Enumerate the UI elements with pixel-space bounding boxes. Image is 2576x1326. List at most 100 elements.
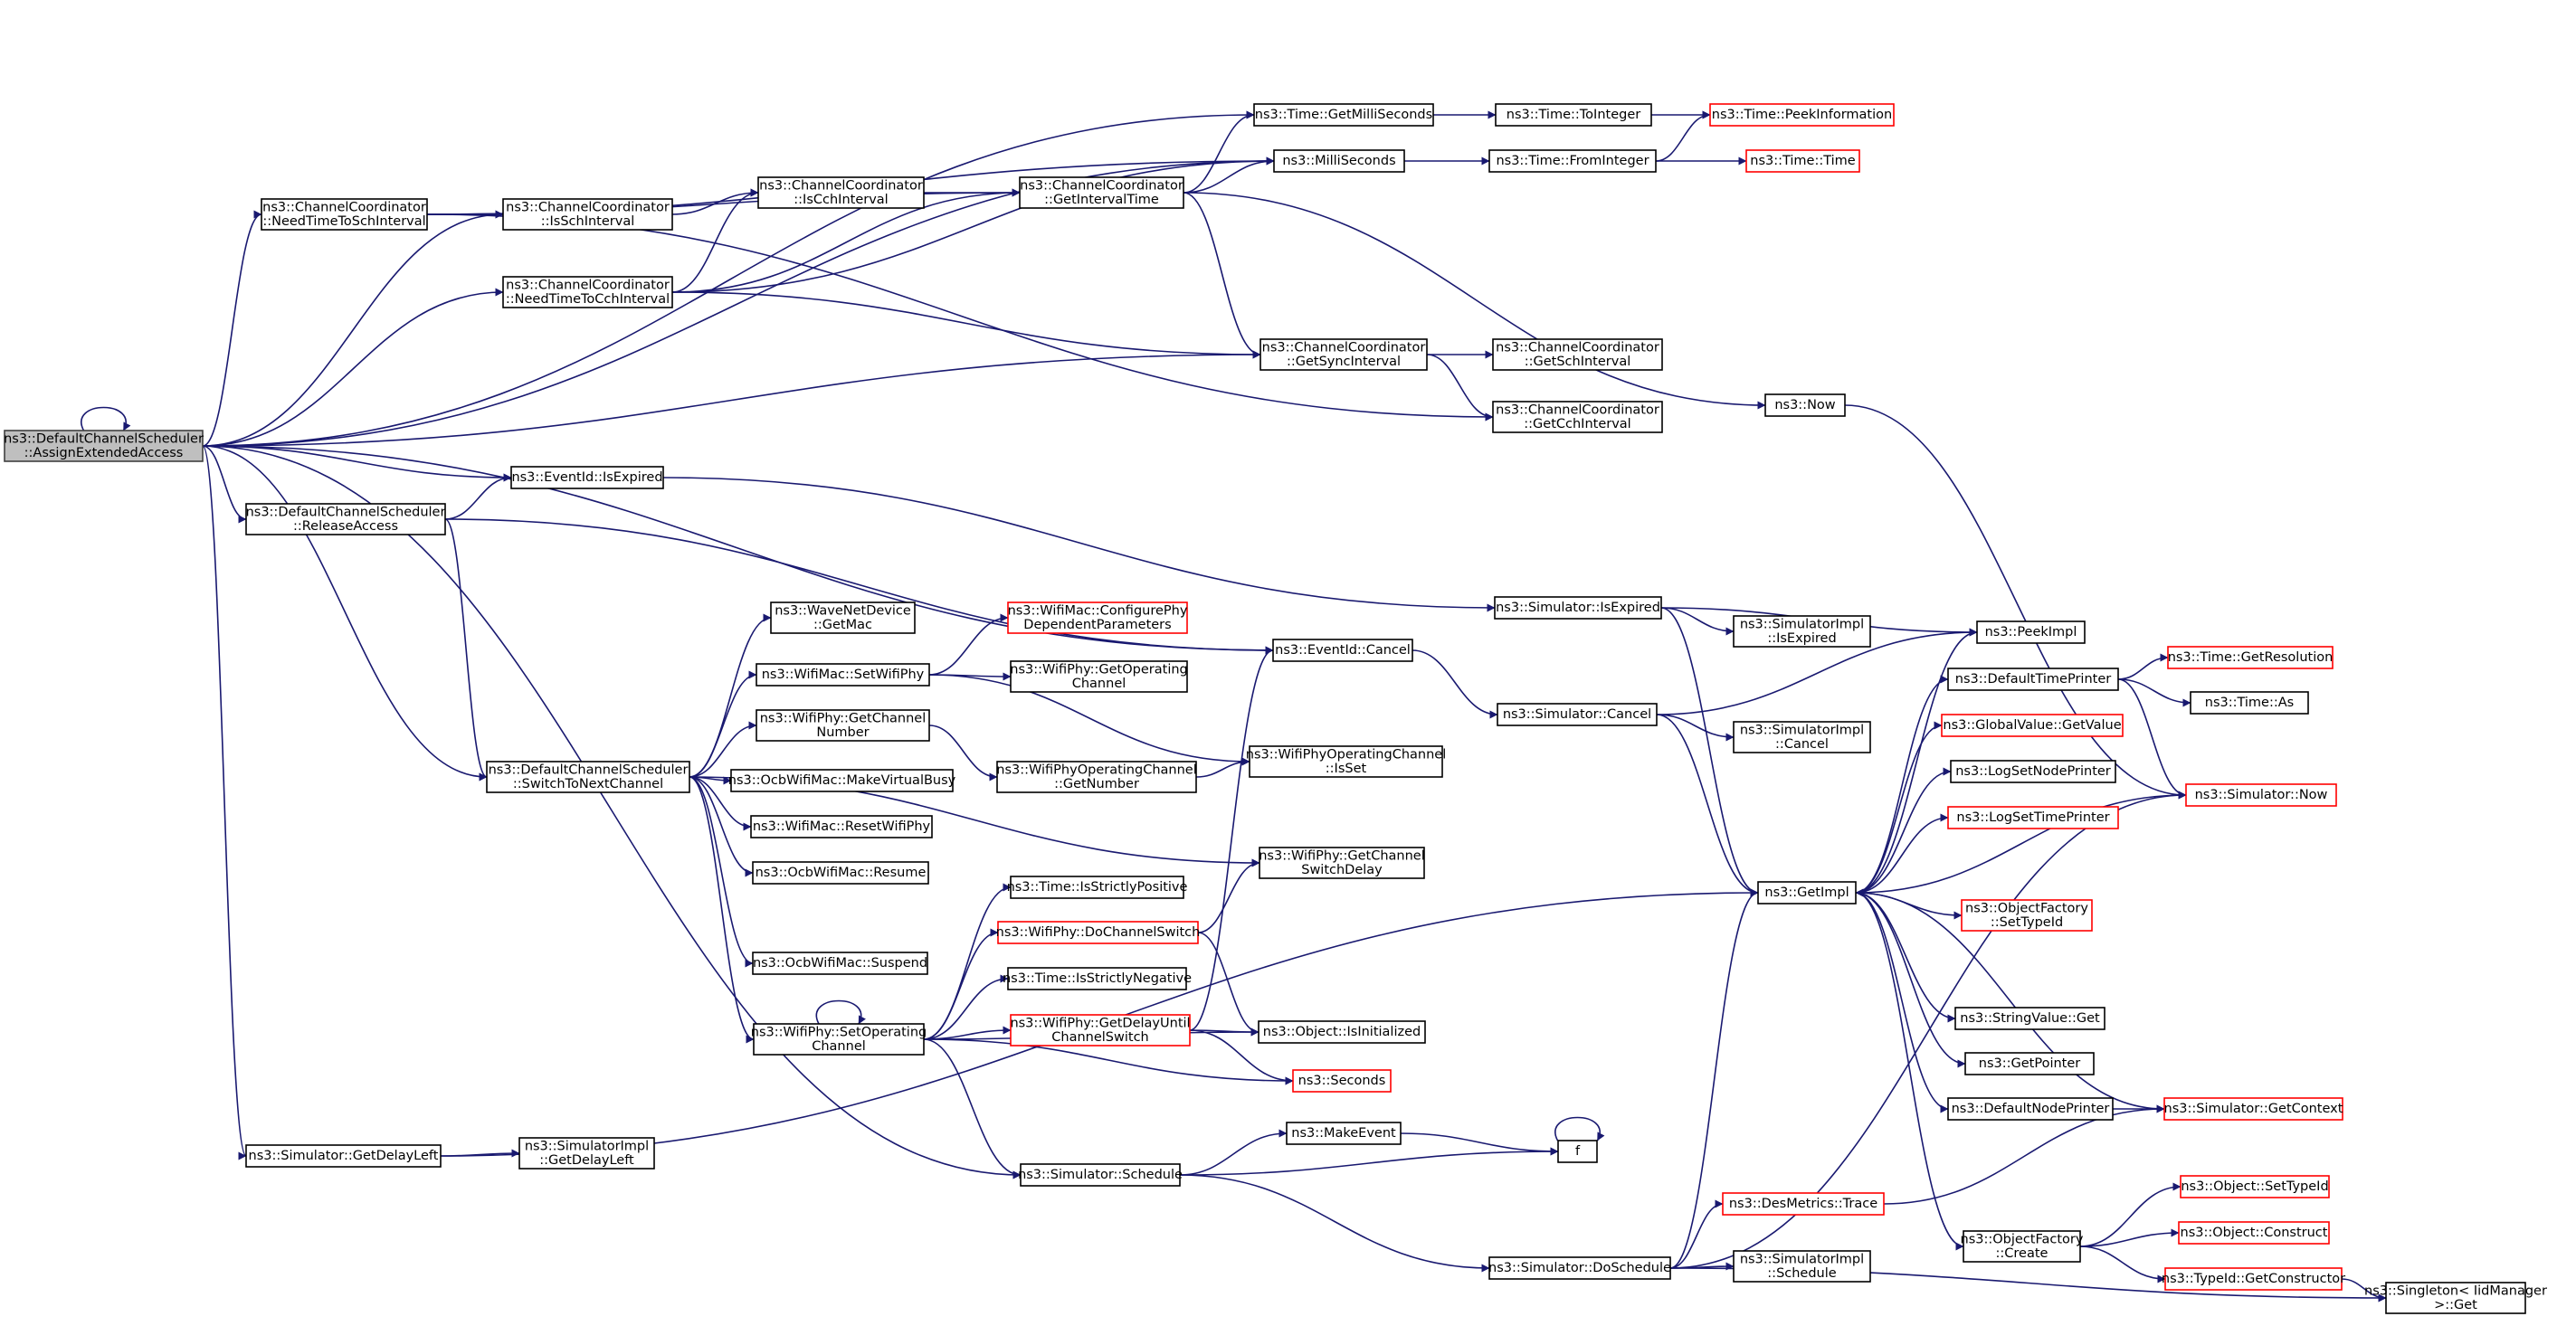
- node-root[interactable]: ns3::DefaultChannelScheduler::AssignExte…: [4, 430, 204, 462]
- node-getint[interactable]: ns3::ChannelCoordinator::GetIntervalTime: [1019, 176, 1184, 209]
- node-getimpl[interactable]: ns3::GetImpl: [1757, 881, 1857, 905]
- node-gvget[interactable]: ns3::GlobalValue::GetValue: [1941, 714, 2124, 737]
- node-label: ns3::Simulator::GetContext: [2164, 1102, 2343, 1116]
- node-label: ::SwitchToNextChannel: [513, 777, 663, 791]
- node-objsti[interactable]: ns3::Object::SetTypeId: [2180, 1175, 2330, 1198]
- node-create[interactable]: ns3::ObjectFactory::Create: [1961, 1230, 2084, 1263]
- node-label: ns3::Simulator::Schedule: [1018, 1168, 1183, 1182]
- node-label: ns3::WifiPhy::GetChannel: [1259, 848, 1425, 863]
- node-getms[interactable]: ns3::Time::GetMilliSeconds: [1253, 103, 1434, 127]
- node-box: [1497, 703, 1658, 726]
- node-lstp[interactable]: ns3::LogSetTimePrinter: [1947, 806, 2119, 829]
- node-seconds[interactable]: ns3::Seconds: [1292, 1069, 1392, 1093]
- node-box: [245, 503, 446, 535]
- node-implsched[interactable]: ns3::SimulatorImpl::Schedule: [1733, 1250, 1871, 1283]
- node-now[interactable]: ns3::Now: [1764, 393, 1846, 417]
- node-construct[interactable]: ns3::Object::Construct: [2178, 1221, 2330, 1245]
- node-resume[interactable]: ns3::OcbWifiMac::Resume: [752, 861, 929, 885]
- node-iscch[interactable]: ns3::ChannelCoordinator::IsCchInterval: [757, 176, 925, 209]
- edge-path: [1195, 757, 1250, 778]
- edge-path: [1189, 646, 1274, 1031]
- node-getsch[interactable]: ns3::ChannelCoordinator::GetSchInterval: [1492, 338, 1663, 371]
- node-lsnp[interactable]: ns3::LogSetNodePrinter: [1950, 760, 2116, 783]
- node-label: SwitchDelay: [1301, 863, 1383, 877]
- node-simcancel[interactable]: ns3::Simulator::Cancel: [1497, 703, 1658, 726]
- node-implcancel[interactable]: ns3::SimulatorImpl::Cancel: [1733, 721, 1871, 753]
- node-peekinfo[interactable]: ns3::Time::PeekInformation: [1709, 103, 1895, 127]
- node-simnow[interactable]: ns3::Simulator::Now: [2185, 783, 2337, 807]
- node-nttci[interactable]: ns3::ChannelCoordinator::NeedTimeToCchIn…: [502, 276, 673, 308]
- node-getmac[interactable]: ns3::WaveNetDevice::GetMac: [770, 601, 916, 634]
- node-getres[interactable]: ns3::Time::GetResolution: [2167, 646, 2334, 669]
- node-as[interactable]: ns3::Time::As: [2190, 691, 2309, 715]
- node-suspend[interactable]: ns3::OcbWifiMac::Suspend: [752, 952, 928, 975]
- edge-path: [1669, 888, 1759, 1269]
- node-isset[interactable]: ns3::WifiPhyOperatingChannel::IsSet: [1246, 745, 1446, 778]
- node-ofsti[interactable]: ns3::ObjectFactory::SetTypeId: [1961, 899, 2093, 932]
- node-sync[interactable]: ns3::ChannelCoordinator::GetSyncInterval: [1259, 338, 1428, 371]
- node-box: [1733, 1250, 1871, 1283]
- node-resetphy[interactable]: ns3::WifiMac::ResetWifiPhy: [750, 815, 933, 838]
- node-cancel[interactable]: ns3::EventId::Cancel: [1272, 639, 1413, 662]
- node-dochsw[interactable]: ns3::WifiPhy::DoChannelSwitch: [996, 921, 1201, 944]
- node-trace[interactable]: ns3::DesMetrics::Trace: [1722, 1192, 1885, 1216]
- node-singleton[interactable]: ns3::Singleton< IidManager>::Get: [2364, 1282, 2547, 1314]
- node-box: [1722, 1192, 1885, 1216]
- edge-path: [1183, 156, 1275, 194]
- node-getdl[interactable]: ns3::Simulator::GetDelayLeft: [245, 1144, 442, 1168]
- node-f[interactable]: f: [1557, 1140, 1598, 1163]
- node-setwifiphy[interactable]: ns3::WifiMac::SetWifiPhy: [756, 663, 930, 687]
- node-ms[interactable]: ns3::MilliSeconds: [1273, 149, 1405, 173]
- node-label: ns3::Time::FromInteger: [1496, 154, 1649, 168]
- node-switch[interactable]: ns3::DefaultChannelScheduler::SwitchToNe…: [486, 761, 690, 793]
- node-peekimpl[interactable]: ns3::PeekImpl: [1976, 620, 2086, 644]
- edge-path: [815, 999, 866, 1025]
- node-svget[interactable]: ns3::StringValue::Get: [1954, 1007, 2105, 1030]
- node-label: ns3::ChannelCoordinator: [759, 178, 923, 193]
- node-simexp[interactable]: ns3::Simulator::IsExpired: [1494, 596, 1662, 620]
- node-isinit[interactable]: ns3::Object::IsInitialized: [1258, 1020, 1426, 1044]
- node-label: ns3::WifiPhy::DoChannelSwitch: [996, 925, 1201, 940]
- node-getnum[interactable]: ns3::WifiPhyOperatingChannel::GetNumber: [996, 761, 1197, 793]
- node-strictpos[interactable]: ns3::Time::IsStrictlyPositive: [1007, 876, 1188, 899]
- node-box: [1733, 721, 1871, 753]
- node-dtp[interactable]: ns3::DefaultTimePrinter: [1947, 668, 2119, 691]
- node-config[interactable]: ns3::WifiMac::ConfigurePhyDependentParam…: [1007, 601, 1188, 634]
- node-release[interactable]: ns3::DefaultChannelScheduler::ReleaseAcc…: [245, 503, 446, 535]
- node-box: [1272, 639, 1413, 662]
- node-strictneg[interactable]: ns3::Time::IsStrictlyNegative: [1003, 967, 1192, 990]
- node-getctor[interactable]: ns3::TypeId::GetConstructor: [2162, 1267, 2345, 1291]
- edge-getint-to-getms: [1183, 110, 1255, 194]
- node-box: [1020, 1163, 1181, 1187]
- node-doschedule[interactable]: ns3::Simulator::DoSchedule: [1488, 1256, 1671, 1280]
- node-getptr[interactable]: ns3::GetPointer: [1964, 1052, 2095, 1075]
- node-box: [1947, 668, 2119, 691]
- node-getctx[interactable]: ns3::Simulator::GetContext: [2163, 1097, 2343, 1121]
- node-time[interactable]: ns3::Time::Time: [1745, 149, 1860, 173]
- node-makeevent[interactable]: ns3::MakeEvent: [1286, 1122, 1402, 1145]
- node-box: [756, 663, 930, 687]
- node-nttsi[interactable]: ns3::ChannelCoordinator::NeedTimeToSchIn…: [261, 198, 428, 231]
- node-box: [997, 921, 1199, 944]
- edge-path: [2079, 1228, 2180, 1247]
- node-dnp[interactable]: ns3::DefaultNodePrinter: [1947, 1097, 2114, 1121]
- node-expired[interactable]: ns3::EventId::IsExpired: [510, 466, 664, 489]
- node-toint[interactable]: ns3::Time::ToInteger: [1495, 103, 1652, 127]
- edge-path: [1855, 892, 1956, 1023]
- node-makevb[interactable]: ns3::OcbWifiMac::MakeVirtualBusy: [728, 769, 956, 792]
- edge-path: [2117, 678, 2191, 707]
- node-implexp[interactable]: ns3::SimulatorImpl::IsExpired: [1733, 615, 1871, 648]
- nodes-layer: ns3::DefaultChannelScheduler::AssignExte…: [4, 103, 2547, 1314]
- edge-path: [1412, 649, 1498, 719]
- node-impldl[interactable]: ns3::SimulatorImpl::GetDelayLeft: [518, 1137, 655, 1170]
- node-fromint[interactable]: ns3::Time::FromInteger: [1488, 149, 1657, 173]
- node-getcch[interactable]: ns3::ChannelCoordinator::GetCchInterval: [1492, 401, 1663, 433]
- node-schedule[interactable]: ns3::Simulator::Schedule: [1018, 1163, 1183, 1187]
- node-box: [1941, 714, 2124, 737]
- node-issch[interactable]: ns3::ChannelCoordinator::IsSchInterval: [502, 198, 673, 231]
